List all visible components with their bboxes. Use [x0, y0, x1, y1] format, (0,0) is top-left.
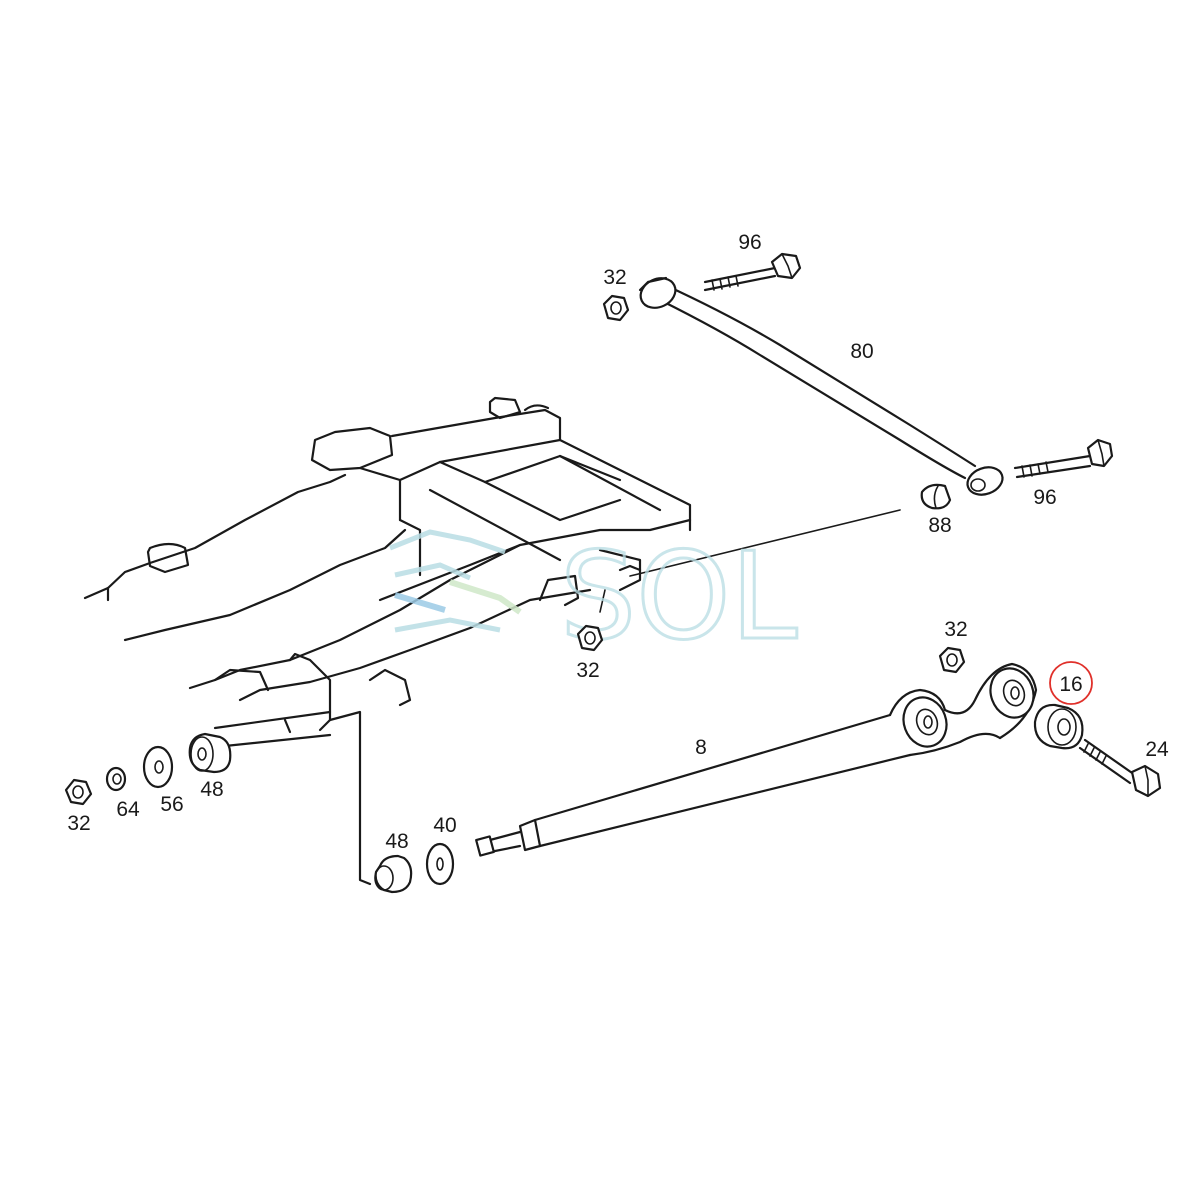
callout-24: 24 — [1145, 738, 1169, 761]
nut-32-right — [938, 646, 966, 674]
callout-96-right: 96 — [1033, 486, 1056, 509]
bolt-24 — [1078, 738, 1162, 798]
callout-32-right: 32 — [944, 618, 967, 641]
watermark-logo: SOL — [389, 527, 799, 669]
bush-16 — [1033, 703, 1084, 750]
callout-32-left: 32 — [67, 812, 90, 835]
nut-32-top — [602, 294, 630, 322]
callout-40: 40 — [433, 814, 456, 837]
callout-16: 16 — [1059, 673, 1082, 696]
callout-88: 88 — [928, 514, 951, 537]
callout-48-left: 48 — [200, 778, 223, 801]
highlight-circle — [1049, 661, 1093, 705]
control-arm — [475, 662, 1038, 857]
nut-32-mid — [576, 624, 604, 652]
frame — [83, 396, 901, 886]
callout-80: 80 — [850, 340, 873, 363]
callout-32-mid: 32 — [576, 659, 599, 682]
callout-32-top: 32 — [603, 266, 626, 289]
track-bar — [638, 276, 1004, 496]
washer-56 — [142, 745, 174, 789]
callout-48-bottom: 48 — [385, 830, 408, 853]
nut-32-left — [64, 778, 93, 806]
washer-40 — [425, 842, 455, 886]
bush-48-bottom — [374, 854, 413, 894]
washer-64 — [105, 766, 127, 792]
callout-8: 8 — [695, 736, 707, 759]
callout-56: 56 — [160, 793, 183, 816]
bush-48-left — [188, 732, 232, 774]
bolt-96-right — [1013, 438, 1114, 479]
bolt-96-top — [703, 252, 802, 292]
callout-96-top: 96 — [738, 231, 761, 254]
bush-88 — [920, 483, 952, 510]
callout-64: 64 — [116, 798, 140, 821]
